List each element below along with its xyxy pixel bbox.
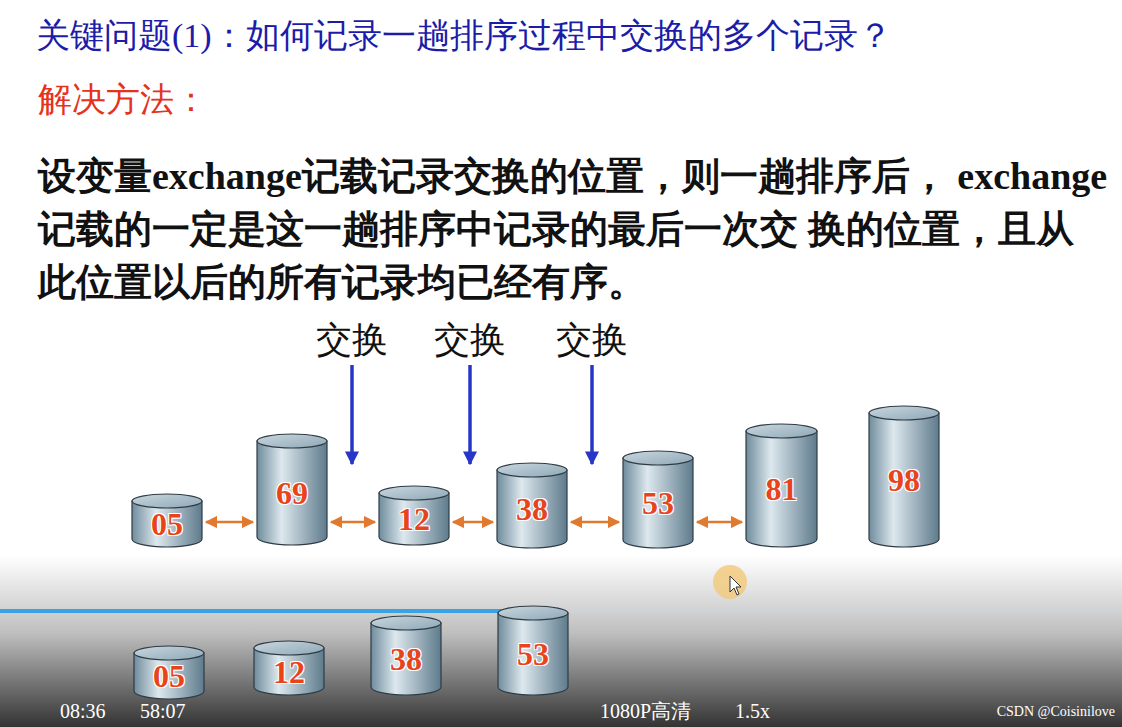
record-key: 69 <box>256 477 328 509</box>
swap-compare-arrow <box>453 521 493 524</box>
cylinder-top <box>254 641 324 655</box>
cylinder-top <box>746 424 817 438</box>
record-key: 12 <box>378 503 450 535</box>
record-cylinder: 05 <box>133 645 205 699</box>
swap-compare-arrow <box>331 521 375 524</box>
cylinder-body <box>257 441 327 545</box>
record-cylinder: 38 <box>496 462 568 548</box>
cylinder-body <box>869 413 939 547</box>
cylinder-body <box>379 493 449 545</box>
record-key: 38 <box>496 493 568 525</box>
record-cylinder: 12 <box>378 485 450 545</box>
cylinder-top <box>497 463 567 477</box>
record-key: 53 <box>497 638 569 670</box>
watermark: CSDN @Coisinilove <box>960 703 1115 721</box>
cylinder-top <box>623 451 693 465</box>
slide-title: 关键问题(1)：如何记录一趟排序过程中交换的多个记录？ <box>36 14 1116 58</box>
player-speed: 1.5x <box>735 699 795 723</box>
swap-pointer-arrow <box>468 365 472 464</box>
record-key: 38 <box>370 643 442 675</box>
cylinder-body <box>371 623 441 695</box>
player-duration: 58:07 <box>140 699 210 723</box>
swap-pointer-arrow <box>350 365 354 464</box>
swap-compare-arrow <box>571 521 619 524</box>
video-player-shade <box>0 555 1122 727</box>
cylinder-body <box>134 653 204 699</box>
cylinder-top <box>132 494 202 508</box>
cylinder-top <box>257 434 327 448</box>
cylinder-body <box>254 648 324 695</box>
record-key: 05 <box>131 508 203 540</box>
record-cylinder: 38 <box>370 615 442 695</box>
swap-label: 交换 <box>312 318 392 362</box>
cylinder-body <box>623 458 693 548</box>
mouse-cursor <box>730 576 741 595</box>
record-cylinder: 69 <box>256 433 328 545</box>
player-quality: 1080P高清 <box>600 699 720 723</box>
record-cylinder: 98 <box>868 405 940 547</box>
record-cylinder: 53 <box>497 605 569 695</box>
record-key: 81 <box>745 473 818 505</box>
swap-label: 交换 <box>552 318 632 362</box>
cylinder-body <box>132 501 202 547</box>
cylinder-top <box>379 486 449 500</box>
record-cylinder: 53 <box>622 450 694 548</box>
swap-label: 交换 <box>430 318 510 362</box>
explanation-paragraph: 设变量exchange记载记录交换的位置，则一趟排序后， exchange记载的… <box>38 150 1108 309</box>
record-key: 98 <box>868 464 940 496</box>
record-cylinder: 12 <box>253 640 325 695</box>
progress-bar <box>0 609 520 613</box>
swap-compare-arrow <box>206 521 253 524</box>
player-time: 08:36 <box>60 699 130 723</box>
cylinder-top <box>134 646 204 660</box>
section-heading: 解决方法： <box>38 78 438 122</box>
cylinder-top <box>869 406 939 420</box>
cylinder-top <box>371 616 441 630</box>
record-cylinder: 05 <box>131 493 203 547</box>
record-key: 05 <box>133 660 205 692</box>
cylinder-body <box>746 431 817 547</box>
cylinder-body <box>497 470 567 548</box>
record-key: 53 <box>622 487 694 519</box>
swap-pointer-arrow <box>590 365 594 464</box>
cylinder-body <box>498 613 568 695</box>
cylinder-top <box>498 606 568 620</box>
cursor-highlight <box>713 565 747 599</box>
record-key: 12 <box>253 656 325 688</box>
swap-compare-arrow <box>697 521 742 524</box>
record-cylinder: 81 <box>745 423 818 547</box>
